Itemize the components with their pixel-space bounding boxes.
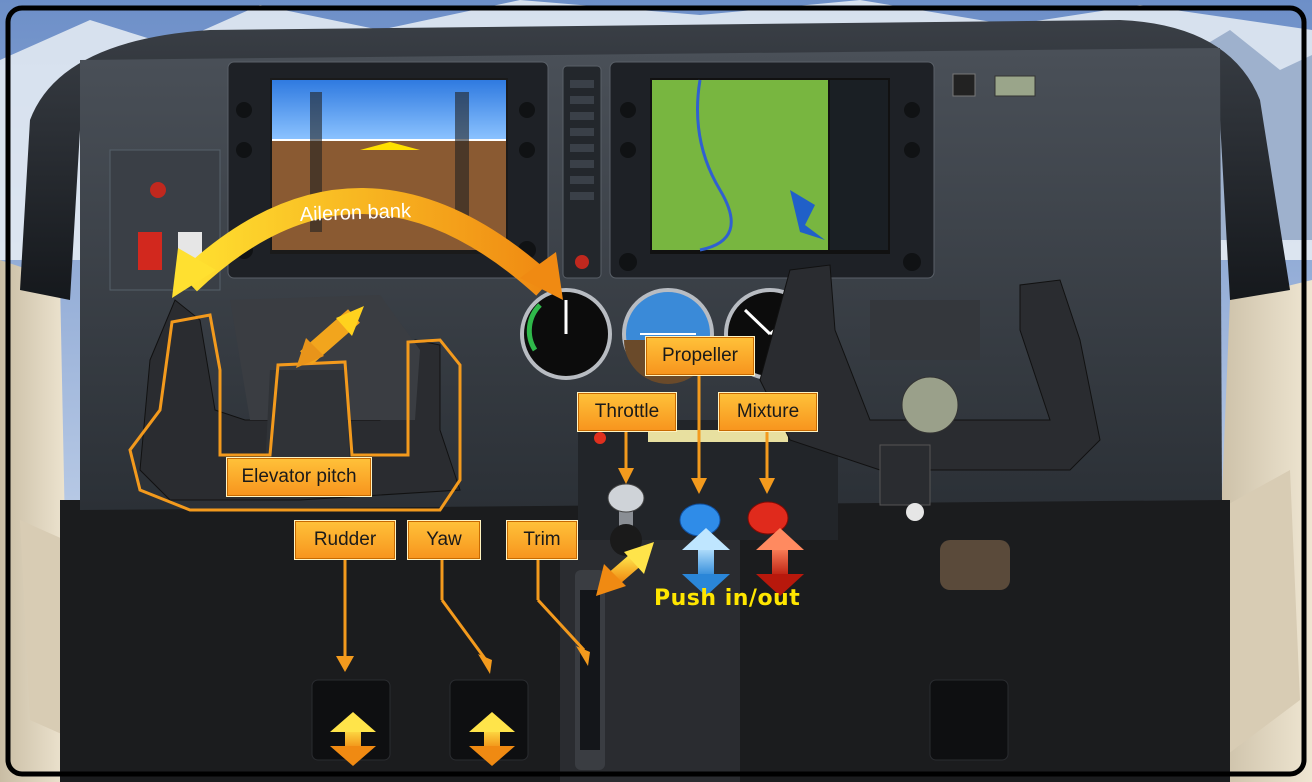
aileron-bank-arrow bbox=[172, 188, 563, 300]
mixture-arrow bbox=[756, 528, 804, 596]
yoke bbox=[759, 264, 1101, 471]
yaw-text: Yaw bbox=[426, 529, 462, 550]
rudder-text: Rudder bbox=[313, 529, 377, 550]
trim-text: Trim bbox=[523, 529, 561, 550]
throttle-knob bbox=[607, 483, 645, 556]
trim-label: Trim bbox=[506, 520, 578, 560]
leader-arrowheads bbox=[336, 468, 775, 674]
mixture-text: Mixture bbox=[736, 401, 800, 422]
throttle-arrow bbox=[596, 542, 654, 596]
aileron-bank-label: Aileron bank bbox=[299, 200, 412, 226]
throttle-label: Throttle bbox=[577, 392, 677, 432]
leader-lines bbox=[343, 374, 769, 661]
propeller-label: Propeller bbox=[645, 336, 755, 376]
yaw-label: Yaw bbox=[407, 520, 481, 560]
elevator-pitch-label: Elevator pitch bbox=[226, 457, 372, 497]
throttle-text: Throttle bbox=[594, 401, 660, 422]
elevator-pitch-arrow bbox=[296, 306, 364, 368]
rudder-label: Rudder bbox=[294, 520, 396, 560]
mixture-knob bbox=[747, 501, 789, 535]
airspeed-gauge bbox=[520, 288, 612, 380]
push-in-out-label: Push in/out bbox=[654, 586, 801, 611]
propeller-knob bbox=[679, 503, 721, 537]
rudder-arrow bbox=[330, 712, 376, 766]
mixture-label: Mixture bbox=[718, 392, 818, 432]
yaw-arrow bbox=[469, 712, 515, 766]
propeller-text: Propeller bbox=[661, 345, 739, 366]
propeller-arrow bbox=[682, 528, 730, 596]
elevator-pitch-text: Elevator pitch bbox=[241, 466, 357, 487]
